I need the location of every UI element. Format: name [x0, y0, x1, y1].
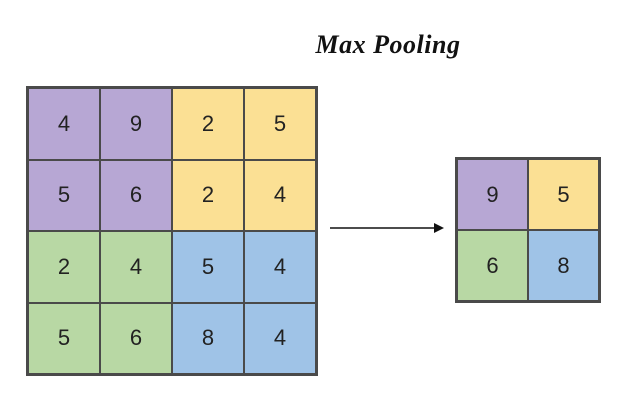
input-cell: 4 [100, 231, 172, 303]
input-cell: 2 [172, 88, 244, 160]
input-cell: 8 [172, 302, 244, 374]
input-cell: 4 [28, 88, 100, 160]
output-cell: 9 [457, 159, 528, 230]
output-cell: 5 [528, 159, 599, 230]
input-cell: 2 [28, 231, 100, 303]
input-cell: 5 [172, 231, 244, 303]
input-cell: 4 [244, 159, 316, 231]
input-cell: 5 [28, 159, 100, 231]
diagram-title: Max Pooling [315, 30, 461, 59]
input-cell: 5 [244, 88, 316, 160]
input-cell: 4 [244, 231, 316, 303]
input-cell: 6 [100, 302, 172, 374]
input-cell: 4 [244, 302, 316, 374]
input-cell: 9 [100, 88, 172, 160]
input-cell: 6 [100, 159, 172, 231]
input-cell: 2 [172, 159, 244, 231]
input-cell: 5 [28, 302, 100, 374]
output-cell: 6 [457, 230, 528, 301]
output-cell: 8 [528, 230, 599, 301]
arrow-right-icon [330, 223, 444, 233]
